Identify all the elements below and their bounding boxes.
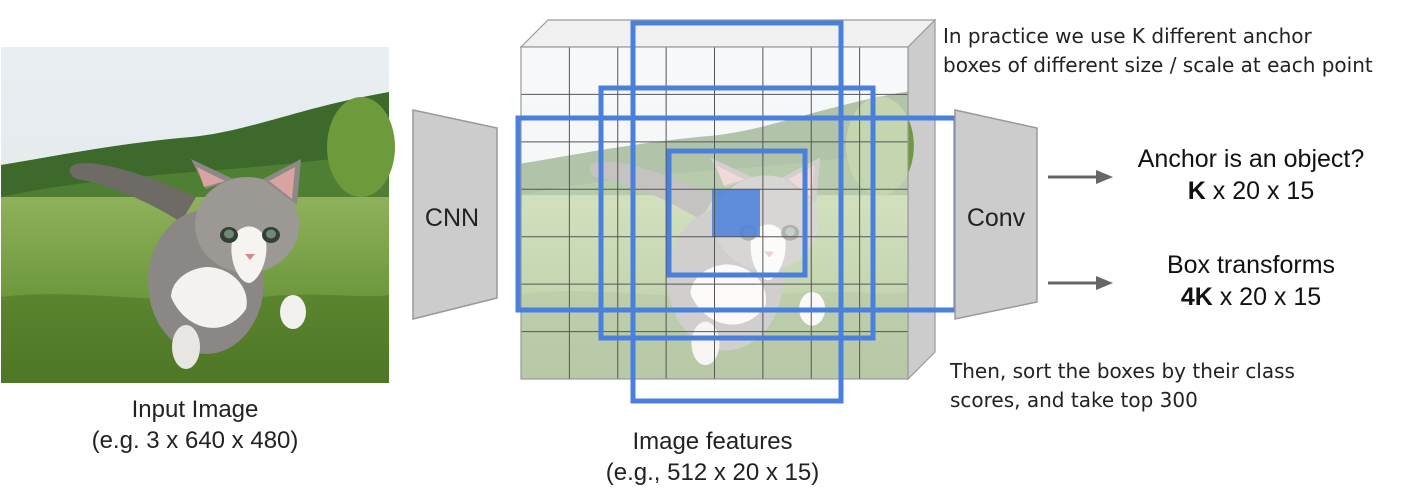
objectness-output: Anchor is an object? K x 20 x 15 xyxy=(1110,143,1392,207)
feature-volume xyxy=(515,18,959,404)
conv-label: Conv xyxy=(967,204,1026,232)
cnn-label: CNN xyxy=(425,204,479,232)
anchor-box-tall xyxy=(630,20,844,404)
features-caption: Image features (e.g., 512 x 20 x 15) xyxy=(560,426,865,488)
cnn-block: CNN xyxy=(412,109,498,320)
input-image-caption-line1: Input Image xyxy=(131,396,259,423)
anchor-note-line2: boxes of different size / scale at each … xyxy=(943,53,1373,77)
features-caption-line1: Image features xyxy=(632,428,793,455)
features-caption-line2: (e.g., 512 x 20 x 15) xyxy=(605,459,820,486)
box-transforms-output-4k: 4K xyxy=(1180,283,1213,311)
anchor-note-line1: In practice we use K different anchor xyxy=(943,24,1312,48)
box-transforms-output: Box transforms 4K x 20 x 15 xyxy=(1110,249,1392,313)
objectness-output-title: Anchor is an object? xyxy=(1137,145,1365,173)
sort-note: Then, sort the boxes by their class scor… xyxy=(950,357,1370,415)
box-transforms-output-title: Box transforms xyxy=(1166,251,1336,279)
objectness-output-k: K xyxy=(1187,177,1206,205)
box-transforms-output-shape: 4K x 20 x 15 xyxy=(1110,281,1392,313)
conv-block: Conv xyxy=(954,109,1038,320)
input-image-caption-line2: (e.g. 3 x 640 x 480) xyxy=(91,427,299,454)
arrow-box-transforms xyxy=(1048,276,1113,290)
objectness-output-shape: K x 20 x 15 xyxy=(1110,175,1392,207)
anchor-box-small xyxy=(666,148,808,278)
sort-note-line2: scores, and take top 300 xyxy=(950,388,1198,412)
anchor-note: In practice we use K different anchor bo… xyxy=(943,22,1405,80)
arrow-objectness xyxy=(1048,170,1113,184)
input-image-caption: Input Image (e.g. 3 x 640 x 480) xyxy=(40,394,350,456)
objectness-output-dims: x 20 x 15 xyxy=(1205,177,1315,205)
feature-volume-side xyxy=(907,18,936,381)
box-transforms-output-dims: x 20 x 15 xyxy=(1212,283,1322,311)
selected-feature-cell xyxy=(712,189,760,237)
input-image xyxy=(1,47,395,383)
anchor-box-large-square xyxy=(598,85,876,341)
sort-note-line1: Then, sort the boxes by their class xyxy=(950,359,1295,383)
feature-map-front xyxy=(520,46,914,380)
